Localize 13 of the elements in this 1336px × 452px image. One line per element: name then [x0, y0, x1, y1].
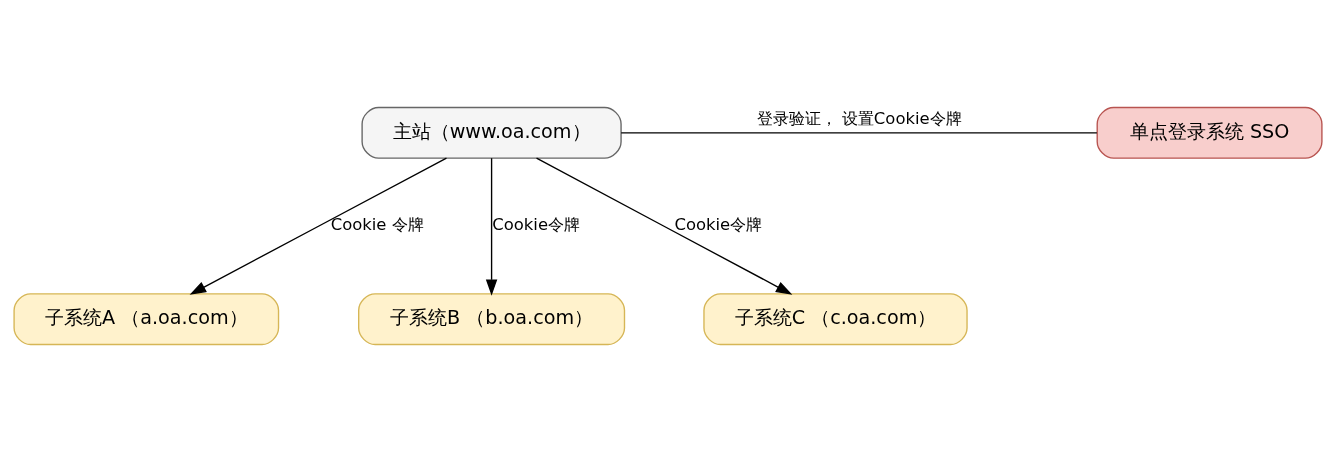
arrow: [485, 157, 498, 296]
arrow: [535, 157, 793, 295]
node-box: 子系统B （b.oa.com）: [358, 293, 626, 346]
node-box: 子系统A （a.oa.com）: [13, 293, 280, 346]
edge-label: Cookie令牌: [492, 215, 581, 235]
node-box: 子系统C （c.oa.com）: [703, 293, 968, 346]
arrow: [189, 157, 448, 295]
connector: [620, 132, 1098, 134]
edge-label: Cookie令牌: [674, 215, 763, 235]
edge-label: 登录验证， 设置Cookie令牌: [756, 109, 962, 129]
edge-label: Cookie 令牌: [330, 215, 424, 235]
node-box: 主站（www.oa.com）: [361, 106, 622, 159]
node-box: 单点登录系统 SSO: [1096, 106, 1323, 159]
